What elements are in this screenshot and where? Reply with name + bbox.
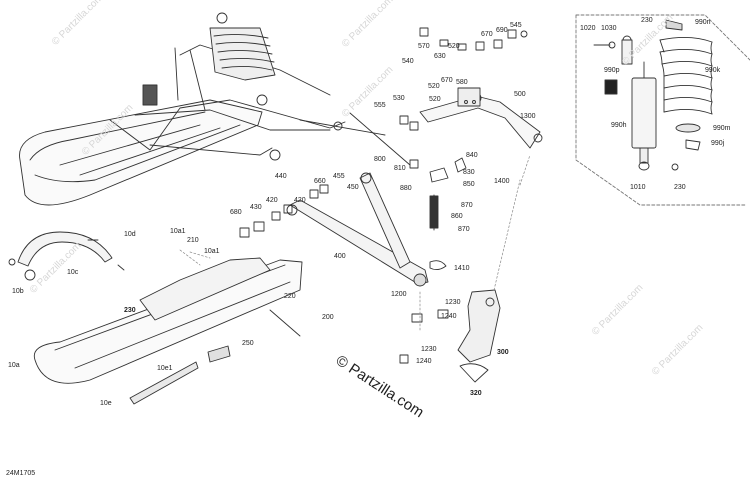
part-label-540: 540 — [402, 58, 414, 65]
part-label-870-a: 870 — [461, 202, 473, 209]
part-label-520-b: 520 — [428, 83, 440, 90]
part-label-230-top: 230 — [641, 17, 653, 24]
part-label-810: 810 — [394, 165, 406, 172]
part-label-1230-b: 1230 — [421, 346, 437, 353]
part-label-200: 200 — [322, 314, 334, 321]
part-label-1240-a: 1240 — [441, 313, 457, 320]
lower-hardware — [239, 157, 467, 364]
part-label-220: 220 — [284, 293, 296, 300]
part-label-520-c: 520 — [429, 96, 441, 103]
part-label-1240-b: 1240 — [416, 358, 432, 365]
part-label-670-a: 670 — [481, 31, 493, 38]
part-label-800: 800 — [374, 156, 386, 163]
part-label-1300: 1300 — [520, 113, 536, 120]
main-assembly — [19, 12, 386, 206]
part-label-300: 300 — [497, 349, 509, 356]
upper-a-arm — [399, 27, 543, 169]
part-label-1400: 1400 — [494, 178, 510, 185]
part-label-860: 860 — [451, 213, 463, 220]
part-label-10d: 10d — [124, 231, 136, 238]
part-label-570: 570 — [418, 43, 430, 50]
part-label-880: 880 — [400, 185, 412, 192]
part-label-250: 250 — [242, 340, 254, 347]
part-label-10e: 10e — [100, 400, 112, 407]
part-label-990n: 990n — [695, 19, 711, 26]
lower-a-arm — [286, 172, 447, 287]
part-label-630: 630 — [434, 53, 446, 60]
part-label-545: 545 — [510, 22, 522, 29]
diagram-code: 24M1705 — [6, 470, 36, 477]
part-label-1010: 1010 — [630, 184, 646, 191]
part-label-430: 430 — [250, 204, 262, 211]
shock-absorber — [593, 19, 713, 171]
part-label-1020: 1020 — [580, 25, 596, 32]
part-label-500: 500 — [514, 91, 526, 98]
part-label-450: 450 — [347, 184, 359, 191]
part-label-320: 320 — [470, 390, 482, 397]
spindle — [457, 289, 501, 383]
part-label-10a1-right: 10a1 — [204, 248, 220, 255]
part-label-1030: 1030 — [601, 25, 617, 32]
part-label-1230-a: 1230 — [445, 299, 461, 306]
part-label-990m: 990m — [713, 125, 731, 132]
part-label-670-b: 670 — [441, 77, 453, 84]
ski — [33, 257, 303, 405]
part-label-870-b: 870 — [458, 226, 470, 233]
part-label-210: 210 — [187, 237, 199, 244]
part-label-230-bottom: 230 — [674, 184, 686, 191]
part-label-530: 530 — [393, 95, 405, 102]
part-label-690: 690 — [496, 27, 508, 34]
part-label-990p: 990p — [604, 67, 620, 74]
part-label-420-b: 420 — [294, 197, 306, 204]
ski-loop — [8, 231, 125, 281]
part-label-10c: 10c — [67, 269, 79, 276]
part-label-830: 830 — [463, 169, 475, 176]
part-label-455: 455 — [333, 173, 345, 180]
part-label-580: 580 — [456, 79, 468, 86]
part-label-400: 400 — [334, 253, 346, 260]
part-label-10b: 10b — [12, 288, 24, 295]
part-label-990k: 990k — [705, 67, 721, 74]
leader-lines — [179, 154, 531, 331]
part-label-990j: 990j — [711, 140, 725, 147]
part-label-10e1: 10e1 — [157, 365, 173, 372]
part-label-840: 840 — [466, 152, 478, 159]
part-label-1200: 1200 — [391, 291, 407, 298]
part-label-555: 555 — [374, 102, 386, 109]
part-label-10a1-top: 10a1 — [170, 228, 186, 235]
part-label-520-a: 520 — [448, 43, 460, 50]
shock-inset-frame — [575, 14, 750, 206]
part-label-680: 680 — [230, 209, 242, 216]
part-label-230-ski: 230 — [124, 307, 136, 314]
part-label-660: 660 — [314, 178, 326, 185]
part-label-850: 850 — [463, 181, 475, 188]
part-label-990h: 990h — [611, 122, 627, 129]
part-label-420-a: 420 — [266, 197, 278, 204]
tie-rod — [349, 112, 449, 231]
part-label-1410: 1410 — [454, 265, 470, 272]
part-label-10a: 10a — [8, 362, 20, 369]
part-label-440: 440 — [275, 173, 287, 180]
